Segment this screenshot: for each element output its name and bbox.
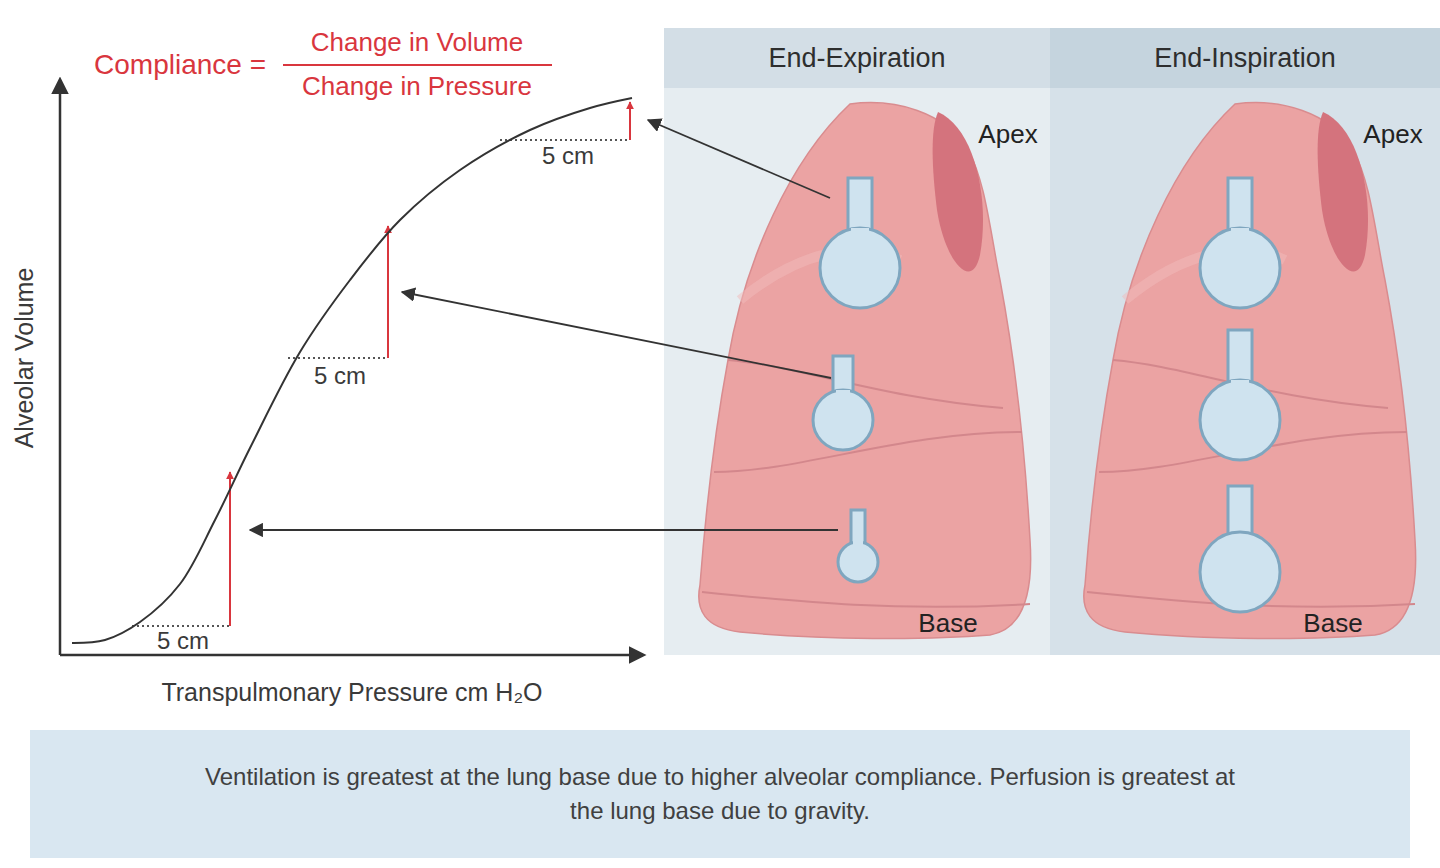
axis-label: Alveolar Volume [10,268,39,449]
panel-title: End-Expiration [768,43,945,74]
fraction-bar [283,64,552,66]
y-axis [59,80,62,655]
leader-arrow [402,292,831,378]
pressure-step [132,625,230,627]
region-label: Apex [978,120,1037,150]
lung [1084,103,1416,639]
compliance-curve [72,98,632,643]
formula-numerator: Change in Volume [311,28,523,58]
panel-header: End-Expiration [664,28,1050,88]
pressure-step [500,139,630,141]
lung [699,103,1031,639]
step-label: 5 cm [314,362,366,390]
panel-title: End-Inspiration [1154,43,1336,74]
alveoli [813,178,1280,612]
axis-label: Transpulmonary Pressure cm H₂O [161,678,542,707]
region-label: Apex [1363,120,1422,150]
step-label: 5 cm [542,142,594,170]
leader-arrow [648,120,830,198]
caption-ground [30,730,1410,858]
pressure-step [288,357,388,359]
volume-arrow [387,226,389,358]
panel-header: End-Inspiration [1050,28,1440,88]
panel-ground [1050,28,1440,655]
panel-ground [664,28,1050,655]
step-label: 5 cm [157,627,209,655]
volume-arrow [629,102,631,140]
caption: Ventilation is greatest at the lung base… [200,760,1240,827]
region-label: Base [1303,609,1362,639]
formula-label: Compliance = [94,49,266,81]
formula-denominator: Change in Pressure [302,72,532,102]
x-axis [60,654,643,657]
region-label: Base [918,609,977,639]
volume-arrow [229,472,231,626]
leader-arrow [250,529,838,531]
